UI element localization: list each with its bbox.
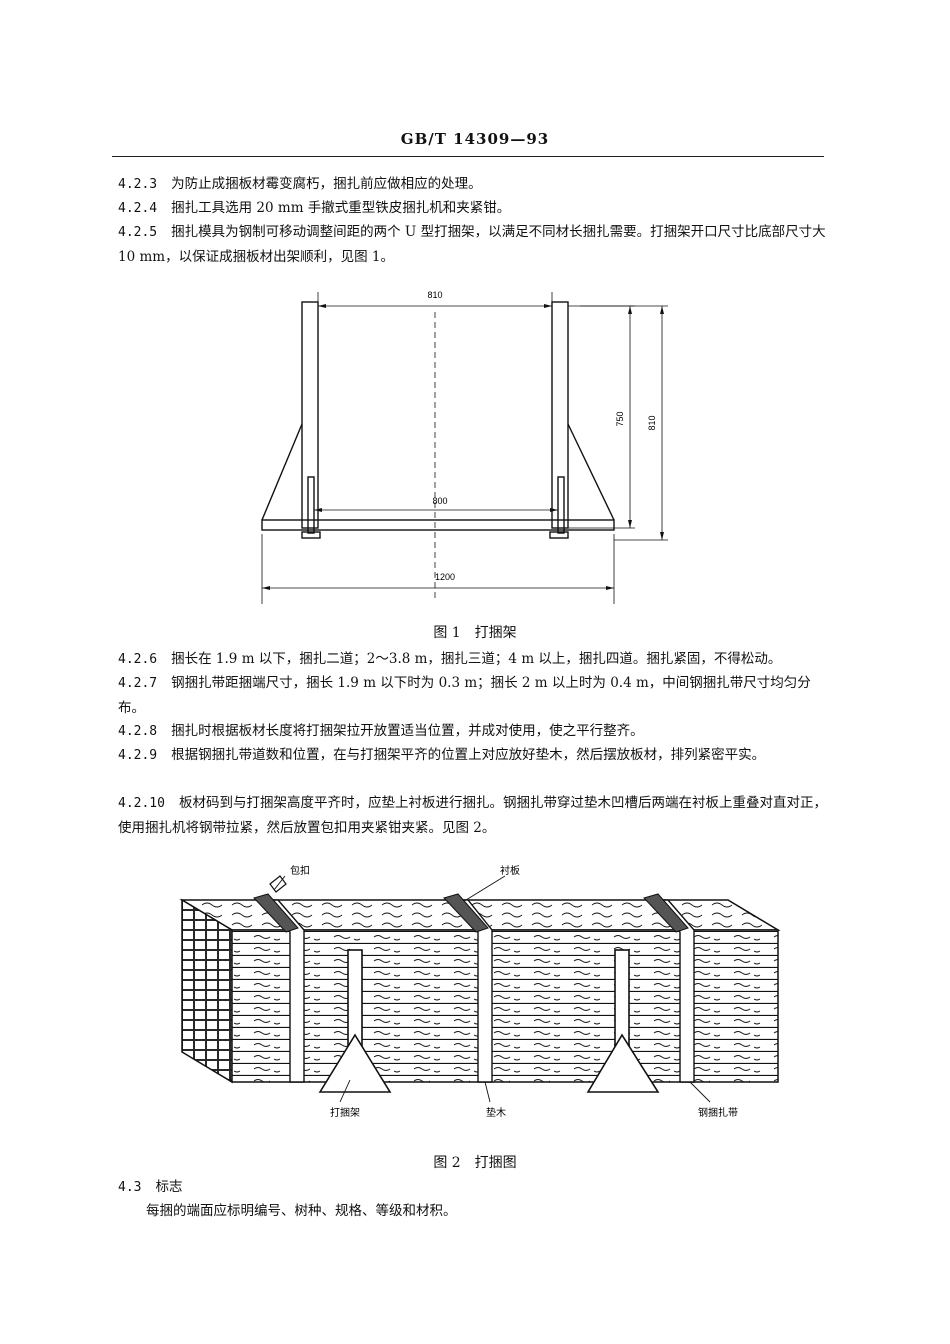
steel-straps (258, 899, 695, 1083)
para-num: 4.2.9 (118, 748, 158, 763)
para-text: 板材码到与打捆架高度平齐时，应垫上衬板进行捆扎。钢捆扎带穿过垫木凹槽后两端在衬板… (118, 795, 827, 836)
dim-h1: 750 (615, 411, 625, 426)
label-buckle: 包扣 (290, 864, 310, 877)
para-text: 为防止成捆板材霉变腐朽，捆扎前应做相应的处理。 (171, 176, 482, 192)
para-text: 捆扎时根据板材长度将打捆架拉开放置适当位置，并成对使用，使之平行整齐。 (171, 723, 644, 739)
stack-side-face (231, 929, 779, 1083)
label-liner: 衬板 (500, 864, 520, 877)
liner-boards (253, 893, 689, 933)
section-4-3-heading: 4.3 标志 (118, 1175, 828, 1200)
para-num: 4.2.4 (118, 201, 158, 216)
paragraph-4-2-4: 4.2.4 捆扎工具选用 20 mm 手撤式重型铁皮捆扎机和夹紧钳。 (118, 196, 828, 221)
label-strap: 钢捆扎带 (698, 1106, 738, 1119)
dim-inner: 800 (432, 496, 447, 506)
figure-1-bundling-frame: 810 800 1200 750 810 (261, 290, 668, 604)
standard-number: GB/T 14309—93 (400, 130, 550, 148)
section-title: 标志 (155, 1179, 183, 1195)
dim-h2: 810 (647, 415, 657, 430)
label-frame: 打捆架 (330, 1106, 360, 1119)
left-upright (301, 301, 319, 529)
label-sleeper: 垫木 (486, 1106, 506, 1119)
para-num: 4.2.3 (118, 177, 158, 192)
para-num: 4.2.6 (118, 652, 158, 667)
para-text: 捆长在 1.9 m 以下，捆扎二道；2～3.8 m，捆扎三道；4 m 以上，捆扎… (171, 651, 782, 667)
stack-end-face (181, 898, 233, 1084)
section-4-3-text: 每捆的端面应标明编号、树种、规格、等级和材积。 (146, 1203, 457, 1219)
figure-2-bundling-diagram: 包扣 衬板 打捆架 垫木 钢捆扎带 (179, 864, 781, 1119)
figure-1-caption: 图 1 打捆架 (433, 625, 517, 641)
para-text: 捆扎模具为钢制可移动调整间距的两个 U 型打捆架，以满足不同材长捆扎需要。打捆架… (118, 224, 826, 265)
base-plate (261, 519, 615, 531)
paragraph-4-2-9: 4.2.9 根据钢捆扎带道数和位置，在与打捆架平齐的位置上对应放好垫木，然后摆放板… (118, 743, 828, 768)
dim-top: 810 (427, 290, 442, 300)
paragraph-4-2-8: 4.2.8 捆扎时根据板材长度将打捆架拉开放置适当位置，并成对使用，使之平行整齐。 (118, 719, 828, 744)
para-num: 4.2.10 (118, 796, 165, 811)
paragraph-4-2-3: 4.2.3 为防止成捆板材霉变腐朽，捆扎前应做相应的处理。 (118, 172, 828, 197)
para-text: 钢捆扎带距捆端尺寸，捆长 1.9 m 以下时为 0.3 m；捆长 2 m 以上时… (118, 675, 811, 716)
right-upright (551, 301, 569, 529)
header-rule (112, 156, 824, 157)
para-text: 捆扎工具选用 20 mm 手撤式重型铁皮捆扎机和夹紧钳。 (171, 200, 511, 216)
section-num: 4.3 (118, 1180, 142, 1195)
para-text: 根据钢捆扎带道数和位置，在与打捆架平齐的位置上对应放好垫木，然后摆放板材，排列紧… (171, 747, 766, 763)
paragraph-4-2-6: 4.2.6 捆长在 1.9 m 以下，捆扎二道；2～3.8 m，捆扎三道；4 m … (118, 647, 828, 672)
dim-bottom: 1200 (435, 572, 455, 582)
para-num: 4.2.8 (118, 724, 158, 739)
para-num: 4.2.5 (118, 225, 158, 240)
figure-2-caption: 图 2 打捆图 (433, 1155, 517, 1171)
para-num: 4.2.7 (118, 676, 158, 691)
bundling-frames (318, 949, 660, 1093)
